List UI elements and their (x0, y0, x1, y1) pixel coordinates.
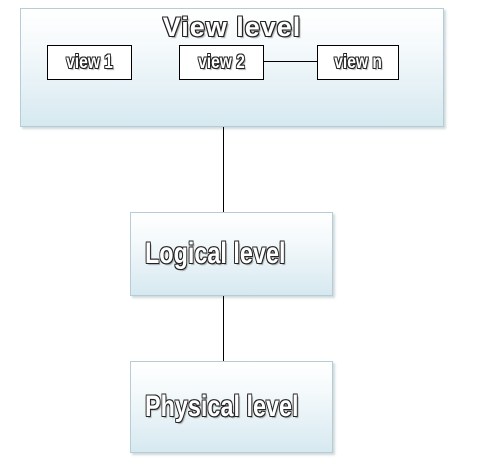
physical-level-box: Physical level (130, 361, 333, 453)
logical-to-physical-connector (223, 296, 224, 361)
view-1-label: view 1 (66, 51, 113, 73)
view-n-label: view n (334, 51, 382, 73)
view-2-label: view 2 (198, 51, 245, 73)
view-2-box: view 2 (179, 45, 264, 80)
view-1-box: view 1 (47, 45, 132, 80)
view-2-to-view-n-connector (263, 61, 318, 62)
physical-level-label: Physical level (145, 390, 299, 423)
view-level-box: View level view 1 view 2 view n (20, 8, 444, 127)
view-to-logical-connector (223, 127, 224, 212)
view-level-title: View level (162, 12, 302, 42)
logical-level-label: Logical level (145, 237, 286, 270)
view-n-box: view n (317, 45, 399, 80)
logical-level-box: Logical level (130, 212, 333, 296)
